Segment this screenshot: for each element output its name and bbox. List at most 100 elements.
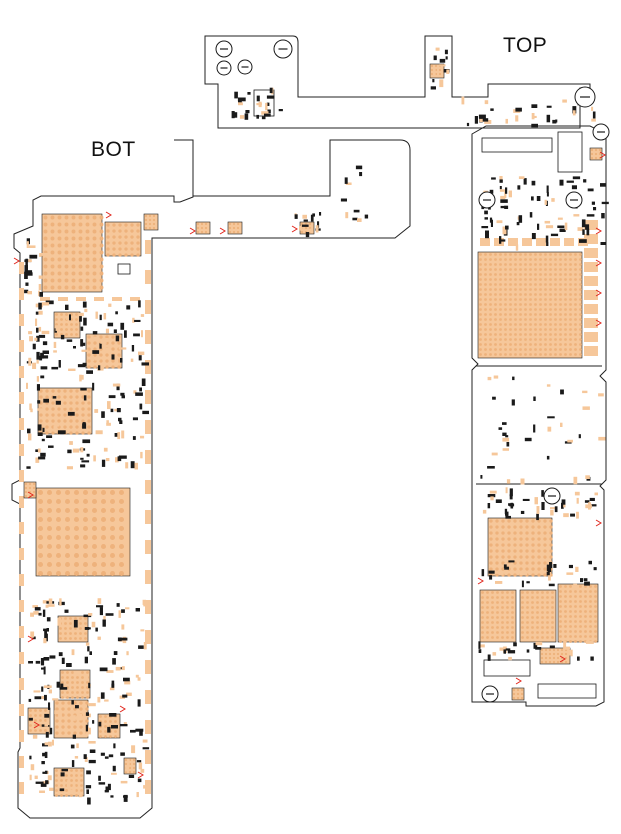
smd-part	[44, 723, 49, 727]
smd-part	[40, 452, 46, 457]
bga-balls	[559, 585, 597, 643]
smd-part	[582, 390, 588, 394]
smd-part	[446, 69, 450, 74]
smd-part	[127, 759, 130, 768]
smd-part	[80, 326, 84, 331]
smd-part	[432, 79, 435, 83]
smd-part	[560, 389, 564, 395]
smd-part	[130, 461, 135, 469]
smd-part	[590, 656, 594, 661]
smd-part	[579, 239, 587, 243]
smd-part	[116, 383, 120, 391]
smd-part	[139, 387, 142, 392]
smd-part	[142, 410, 149, 415]
smd-part	[137, 778, 142, 783]
smd-part	[88, 613, 93, 616]
smd-part	[487, 503, 491, 509]
smd-part	[142, 599, 146, 605]
smd-part	[37, 448, 41, 453]
smd-part	[30, 631, 35, 638]
smd-part	[131, 345, 135, 352]
smd-part	[108, 395, 116, 399]
smd-part	[43, 628, 47, 632]
smd-part	[28, 357, 32, 366]
smd-part	[40, 366, 48, 370]
smd-part	[36, 359, 39, 364]
smd-part	[138, 355, 142, 361]
smd-part	[482, 509, 487, 514]
smd-part	[534, 497, 538, 505]
smd-part	[27, 428, 31, 434]
smd-part	[109, 713, 117, 717]
smd-part	[72, 785, 76, 794]
smd-part	[123, 794, 128, 802]
smd-part	[485, 230, 489, 239]
smd-part	[42, 771, 47, 774]
test-pad	[19, 418, 24, 430]
smd-part	[352, 217, 358, 221]
smd-part	[52, 698, 59, 701]
smd-part	[577, 227, 584, 231]
smd-part	[79, 315, 82, 322]
smd-part	[121, 430, 125, 439]
smd-part	[113, 329, 117, 333]
smd-part	[533, 642, 538, 649]
bga-chip	[57, 615, 89, 643]
smd-part	[73, 670, 81, 674]
smd-part	[86, 789, 89, 794]
smd-part	[503, 564, 507, 569]
bga-balls	[512, 688, 524, 700]
smd-part	[112, 383, 121, 387]
smd-part	[560, 422, 563, 427]
smd-part	[132, 417, 138, 421]
smd-part	[137, 677, 141, 681]
smd-part	[261, 116, 266, 120]
smd-part	[524, 437, 532, 442]
smd-part	[126, 692, 132, 696]
smd-part	[576, 497, 579, 504]
smd-part	[258, 101, 262, 108]
smd-part	[36, 327, 39, 333]
smd-part	[118, 610, 121, 618]
smd-part	[573, 583, 578, 589]
smd-part	[107, 783, 111, 791]
smd-part	[42, 609, 46, 617]
smd-part	[493, 375, 499, 379]
bga-balls	[144, 214, 156, 230]
smd-part	[73, 619, 78, 628]
smd-part	[600, 242, 607, 245]
smd-part	[548, 583, 555, 587]
smd-part	[550, 507, 557, 510]
smd-part	[25, 258, 28, 266]
smd-part	[359, 172, 363, 177]
smd-part	[41, 355, 49, 359]
smd-part	[593, 207, 597, 211]
test-pad	[130, 297, 140, 301]
test-pad	[145, 600, 151, 614]
smd-part	[566, 180, 574, 183]
smd-part	[573, 476, 578, 485]
smd-part	[121, 624, 125, 630]
smd-part	[547, 416, 555, 419]
smd-part	[130, 358, 134, 362]
smd-part	[544, 199, 547, 205]
smd-part	[37, 400, 41, 404]
test-pad	[564, 238, 574, 246]
smd-part	[81, 391, 86, 395]
smd-part	[489, 189, 494, 194]
smd-part	[125, 607, 130, 610]
smd-part	[107, 401, 111, 410]
smd-part	[488, 570, 495, 574]
smd-part	[115, 335, 120, 342]
test-pad	[19, 262, 24, 274]
smd-part	[495, 581, 503, 584]
smd-part	[35, 318, 38, 326]
smd-part	[30, 408, 33, 413]
smd-part	[466, 122, 470, 127]
smd-part	[39, 790, 45, 793]
smd-part	[584, 581, 590, 586]
smd-part	[135, 674, 139, 678]
smd-part	[555, 119, 558, 123]
test-pad	[19, 496, 24, 508]
smd-part	[582, 406, 590, 410]
